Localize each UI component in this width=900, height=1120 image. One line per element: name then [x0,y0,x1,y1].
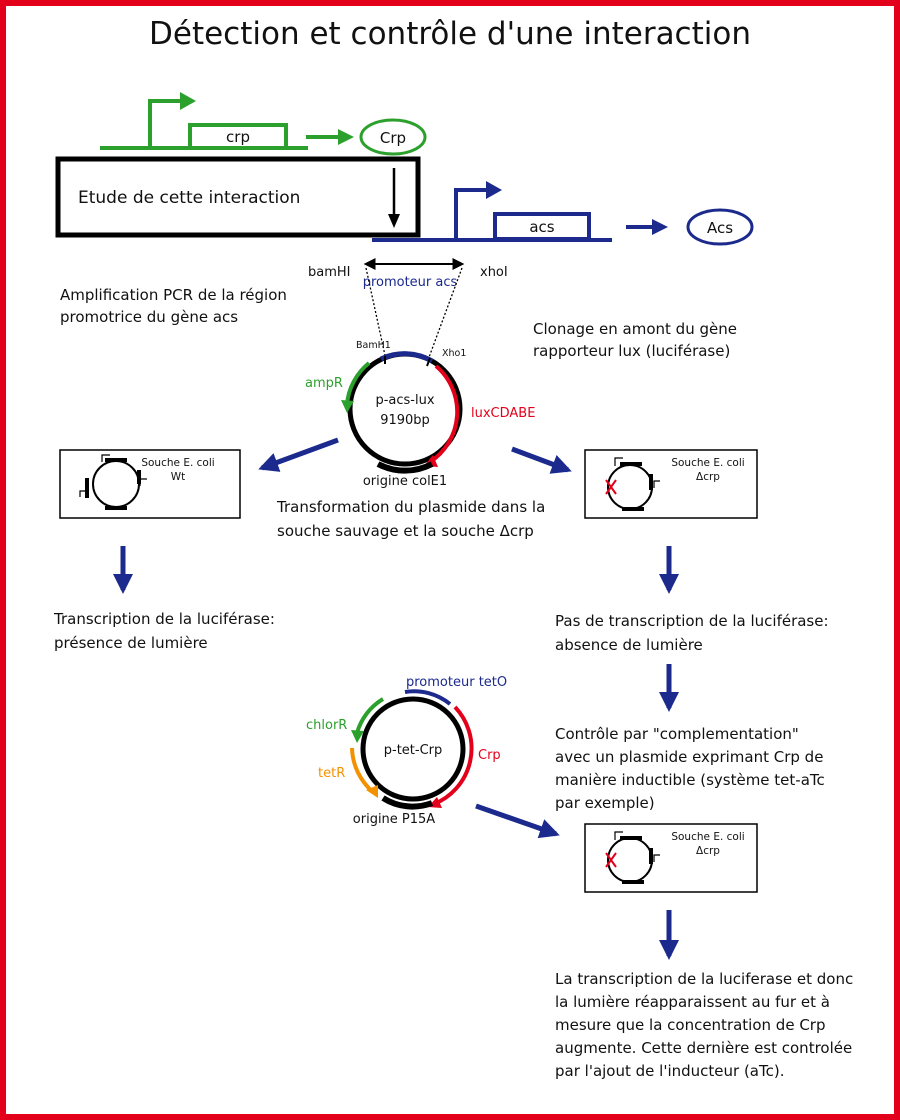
promoter-teto-label: promoteur tetO [406,675,507,690]
origin-p15a-segment [381,795,434,810]
strain-dcrp-line2: Δcrp [696,471,720,483]
promoter-arrow-icon [180,92,196,110]
site-xho1-label: Xho1 [442,348,466,359]
complementation-line1: Contrôle par "complementation" [555,725,799,743]
final-caption-line4: augmente. Cette dernière est controlée [555,1039,852,1057]
promoter-segment [379,351,434,364]
tet-promoter-segment [404,689,452,706]
ampr-segment [345,361,371,405]
transformation-caption-line2: souche sauvage et la souche Δcrp [277,522,534,540]
acs-protein [686,208,754,246]
plasmid-tet-name: p-tet-Crp [384,743,443,758]
deletion-cross-icon [605,852,617,868]
expression-arrow-icon [652,219,668,235]
crp-segment [433,705,474,806]
strain-dcrp-line1: Souche E. coli [671,457,744,469]
strain-wt-line1: Souche E. coli [141,457,214,469]
promoter-arrow-icon [486,181,502,199]
origin-p15a-label: origine P15A [353,812,436,827]
final-caption-line5: par l'ajout de l'inducteur (aTc). [555,1062,784,1080]
complementation-arrow [475,803,560,839]
transformation-arrow-right [511,446,572,474]
page-title: Détection et contrôle d'une interaction [149,16,751,52]
lux-segment [428,364,460,464]
complementation-line2: avec un plasmide exprimant Crp de [555,748,823,766]
plasmid-acs-lux: BamH1 Xho1 p-acs-lux 9190bp ampR luxCDAB… [305,340,535,489]
origin-cole1-label: origine colE1 [363,474,447,489]
final-caption-line3: mesure que la concentration de Crp [555,1016,825,1034]
interaction-box-label: Etude de cette interaction [78,188,300,208]
transformation-caption-line1: Transformation du plasmide dans la [276,498,545,516]
acs-gene-box [493,212,591,241]
transformation-arrow-left [258,437,339,472]
site-bamhi-label: bamHI [308,265,351,280]
strain-dcrp2-line2: Δcrp [696,845,720,857]
strain-wt-line2: Wt [171,471,186,483]
luxcdabe-label: luxCDABE [471,406,535,421]
result-dcrp-line2: absence de lumière [555,636,703,654]
crp-operon: crp Crp [100,92,427,156]
plasmid-ring [360,696,466,802]
crp-protein-label: Crp [380,129,406,147]
plasmid-tet-crp: p-tet-Crp promoteur tetO chlorR tetR Crp… [306,675,507,827]
dotted-guide-right [427,267,463,361]
crp-plasmid-label: Crp [478,748,501,763]
result-wt-line2: présence de lumière [54,634,208,652]
plasmid-lux-name: p-acs-lux [375,393,434,408]
strain-wt-box: Souche E. coli Wt [59,449,241,519]
crp-gene-box [188,123,288,150]
acs-operon: acs Acs [372,181,754,246]
strain-dcrp-complemented-box: Souche E. coli Δcrp [584,823,758,893]
acs-gene-label: acs [529,218,554,236]
promoter-acs-label: promoteur acs [363,275,458,290]
tetr-label: tetR [318,766,345,781]
final-caption-line2: la lumière réapparaissent au fur et à [555,993,830,1011]
chlorr-label: chlorR [306,718,347,733]
expression-arrow-icon [338,129,354,145]
result-wt-line1: Transcription de la luciférase: [53,610,275,628]
final-caption-line1: La transcription de la luciferase et don… [555,970,853,988]
cloning-caption-line1: Clonage en amont du gène [533,320,737,338]
cloning-caption-line2: rapporteur lux (luciférase) [533,342,730,360]
strain-dcrp-box: Souche E. coli Δcrp [584,449,758,519]
pcr-caption-line1: Amplification PCR de la région [60,286,287,304]
complementation-line4: par exemple) [555,794,655,812]
origin-segment [376,461,434,474]
complementation-line3: manière inductible (système tet-aTc [555,771,825,789]
site-bamh1-label: BamH1 [356,340,391,351]
deletion-cross-icon [605,479,617,495]
site-xhoi-label: xhoI [480,265,508,280]
result-dcrp-line1: Pas de transcription de la luciférase: [555,612,829,630]
ampr-label: ampR [305,376,343,391]
acs-protein-label: Acs [707,219,733,237]
interaction-box [55,156,421,238]
chlorr-segment [355,697,385,734]
crp-gene-label: crp [226,128,250,146]
crp-protein [359,118,427,156]
strain-dcrp2-line1: Souche E. coli [671,831,744,843]
pcr-caption-line2: promotrice du gène acs [60,308,238,326]
plasmid-lux-size: 9190bp [380,413,430,428]
